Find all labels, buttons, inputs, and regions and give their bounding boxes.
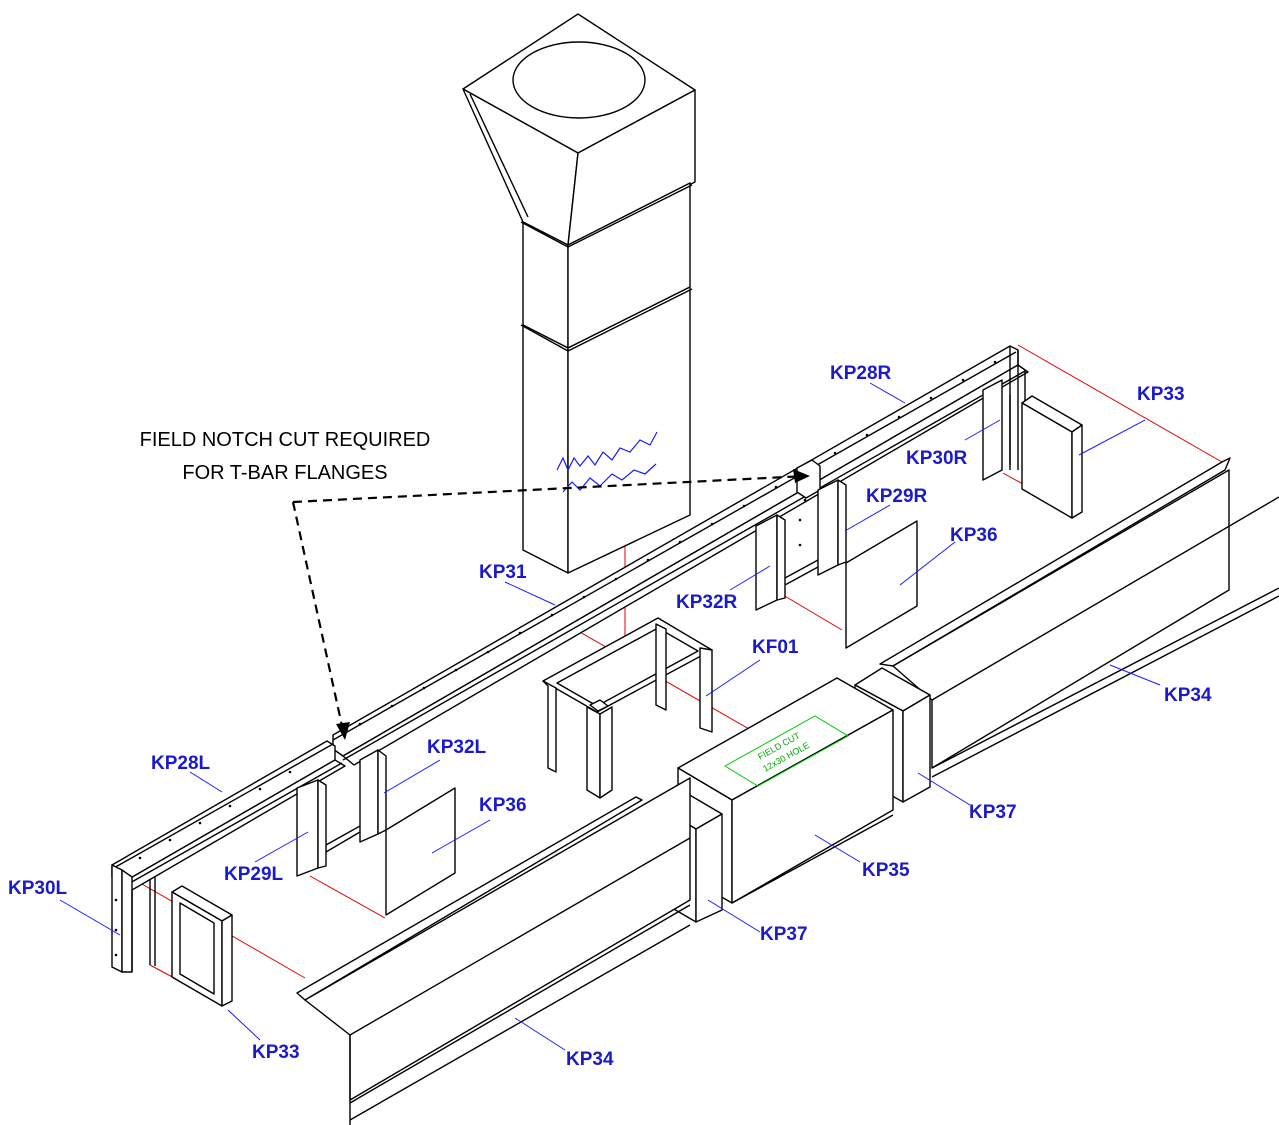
rail-kp28r-kp31 — [332, 345, 1029, 766]
label-kf01: KF01 — [752, 637, 799, 658]
bolt-holes — [358, 360, 997, 726]
note-line2: FOR T-BAR FLANGES — [182, 462, 387, 484]
label-kp28r: KP28R — [830, 363, 892, 384]
kf01-frame — [542, 617, 713, 799]
label-kp32l: KP32L — [427, 737, 487, 758]
label-kp36-right: KP36 — [950, 525, 998, 546]
note-arrows — [291, 469, 810, 740]
label-kp29l: KP29L — [224, 864, 284, 885]
label-kp28l: KP28L — [151, 753, 211, 774]
label-kp33-top: KP33 — [1137, 384, 1185, 405]
rail-kp28l — [111, 740, 346, 973]
kp34-bottom — [296, 777, 691, 1125]
panels — [171, 395, 1083, 1007]
kp35-kp37-center: FIELD CUT 12x30 HOLE — [649, 667, 931, 923]
label-kp37-right: KP37 — [969, 802, 1017, 823]
label-kp29r: KP29R — [866, 486, 928, 507]
label-kp32r: KP32R — [676, 592, 738, 613]
label-kp37-left: KP37 — [760, 924, 808, 945]
label-kp30l: KP30L — [8, 878, 68, 899]
kp34-right — [879, 457, 1279, 778]
duct-riser — [462, 13, 696, 574]
label-kp34-bottom: KP34 — [566, 1049, 614, 1070]
leader-lines — [59, 382, 1161, 1051]
posts — [296, 379, 1011, 877]
label-kp33-bottom: KP33 — [252, 1042, 300, 1063]
label-kp31: KP31 — [479, 562, 527, 583]
label-kp35: KP35 — [862, 860, 910, 881]
label-kp36-left: KP36 — [479, 795, 527, 816]
label-kp30r: KP30R — [906, 448, 968, 469]
note-line1: FIELD NOTCH CUT REQUIRED — [140, 429, 431, 451]
label-kp34-right: KP34 — [1164, 685, 1212, 706]
